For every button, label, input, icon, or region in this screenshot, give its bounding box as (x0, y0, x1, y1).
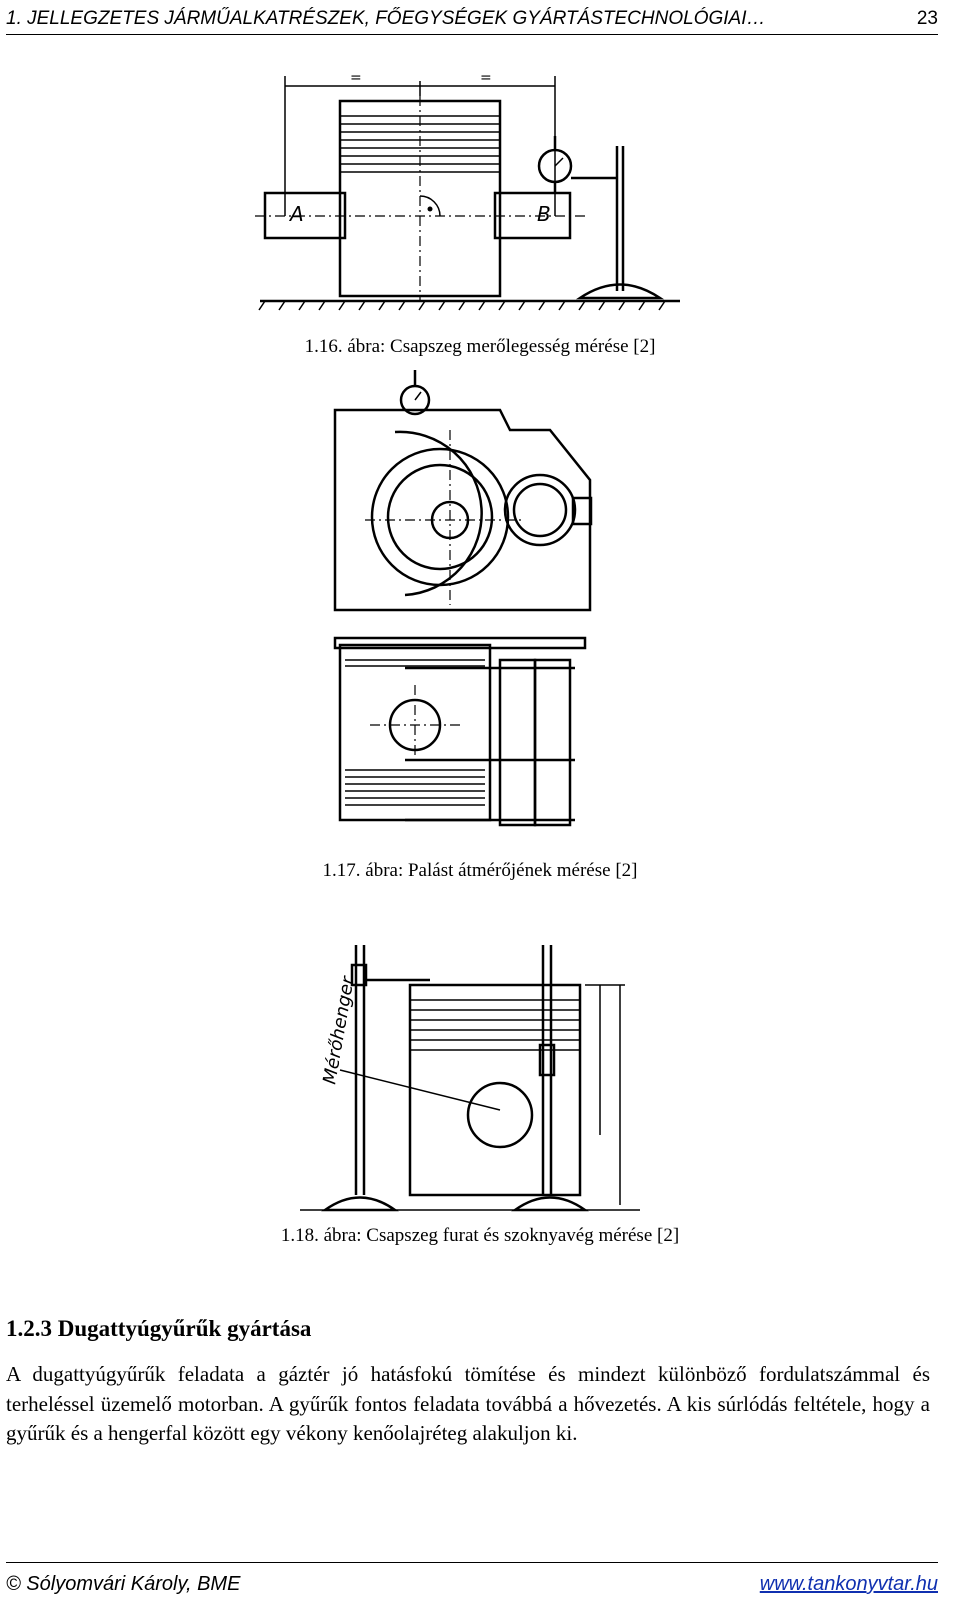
footer-website-link[interactable]: www.tankonyvtar.hu (759, 1573, 938, 1595)
section-paragraph: A dugattyúgyűrűk feladata a gáztér jó ha… (6, 1362, 930, 1445)
figure-1-16-drawing: = = (255, 66, 685, 316)
page-footer: © Sólyomvári Károly, BME www.tankonyvtar… (6, 1562, 938, 1597)
figure-1-17-drawing (325, 370, 600, 840)
page-header: 1. JELLEGZETES JÁRMŰALKATRÉSZEK, FŐEGYSÉ… (6, 4, 938, 35)
section-heading: 1.2.3 Dugattyúgyűrűk gyártása (6, 1316, 312, 1341)
header-title: 1. JELLEGZETES JÁRMŰALKATRÉSZEK, FŐEGYSÉ… (6, 8, 766, 29)
label-merohenger: Mérőhenger (319, 973, 359, 1085)
label-a: A (288, 202, 304, 226)
figure-1-16-caption: 1.16. ábra: Csapszeg merőlegesség mérése… (304, 336, 656, 357)
svg-text:=: = (350, 70, 362, 86)
label-b: B (537, 202, 551, 226)
page-number: 23 (916, 8, 938, 29)
figure-1-17-caption: 1.17. ábra: Palást átmérőjének mérése [2… (322, 860, 638, 881)
footer-copyright: © Sólyomvári Károly, BME (6, 1573, 241, 1595)
svg-text:=: = (480, 70, 492, 86)
figure-1-18-caption: 1.18. ábra: Csapszeg furat és szoknyavég… (280, 1225, 680, 1246)
figure-1-18-drawing: Mérőhenger (300, 935, 645, 1220)
